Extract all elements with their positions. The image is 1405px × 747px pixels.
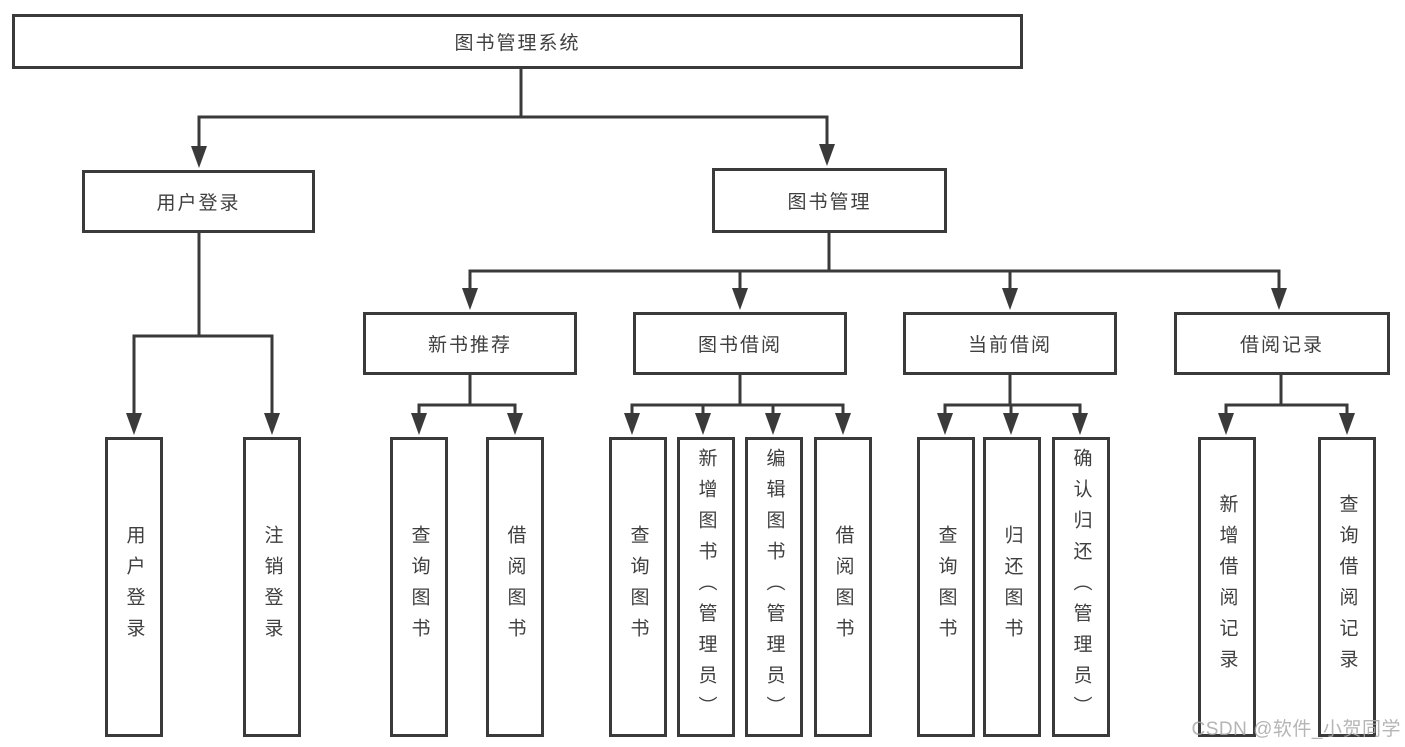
leaf-query-borrow-record: 查询借阅记录	[1318, 437, 1376, 737]
leaf-borrowing-borrow-books: 借阅图书	[814, 437, 872, 737]
leaf-logout: 注销登录	[243, 437, 301, 737]
node-label: 图书管理	[787, 192, 872, 213]
leaf-current-query-books: 查询图书	[917, 437, 975, 737]
arrowheads	[126, 144, 1355, 435]
node-label: 查询图书	[935, 525, 957, 649]
node-label: 借阅记录	[1239, 335, 1324, 356]
leaf-add-books-admin: 新增图书（管理员）	[677, 437, 735, 737]
leaf-edit-books-admin: 编辑图书（管理员）	[745, 437, 803, 737]
node-book-management-module: 图书管理	[712, 168, 947, 233]
node-label: 注销登录	[261, 525, 283, 649]
node-label: 当前借阅	[967, 335, 1052, 356]
node-current-borrowing: 当前借阅	[903, 312, 1117, 375]
node-new-book-recommend: 新书推荐	[363, 312, 577, 375]
leaf-user-login: 用户登录	[105, 437, 163, 737]
node-system-root: 图书管理系统	[12, 14, 1023, 69]
node-label: 新书推荐	[427, 335, 512, 356]
node-book-borrowing: 图书借阅	[633, 312, 847, 375]
node-label: 查询借阅记录	[1336, 494, 1358, 680]
node-label: 图书管理系统	[454, 33, 581, 54]
leaf-borrowing-query-books: 查询图书	[609, 437, 667, 737]
leaf-confirm-return-admin: 确认归还（管理员）	[1052, 437, 1110, 737]
node-label: 借阅图书	[504, 525, 526, 649]
node-label: 用户登录	[156, 193, 241, 214]
node-label: 查询图书	[408, 525, 430, 649]
node-label: 归还图书	[1001, 525, 1023, 649]
node-label: 用户登录	[123, 525, 145, 649]
node-label: 借阅图书	[832, 525, 854, 649]
leaf-add-borrow-record: 新增借阅记录	[1198, 437, 1256, 737]
leaf-return-books: 归还图书	[983, 437, 1041, 737]
node-label: 图书借阅	[697, 335, 782, 356]
node-borrowing-records: 借阅记录	[1174, 312, 1390, 375]
node-user-login-module: 用户登录	[82, 170, 315, 233]
node-label: 编辑图书（管理员）	[763, 447, 785, 727]
leaf-recommend-borrow-books: 借阅图书	[486, 437, 544, 737]
node-label: 确认归还（管理员）	[1070, 447, 1092, 727]
node-label: 新增借阅记录	[1216, 494, 1238, 680]
node-label: 新增图书（管理员）	[695, 447, 717, 727]
leaf-recommend-query-books: 查询图书	[390, 437, 448, 737]
node-label: 查询图书	[627, 525, 649, 649]
